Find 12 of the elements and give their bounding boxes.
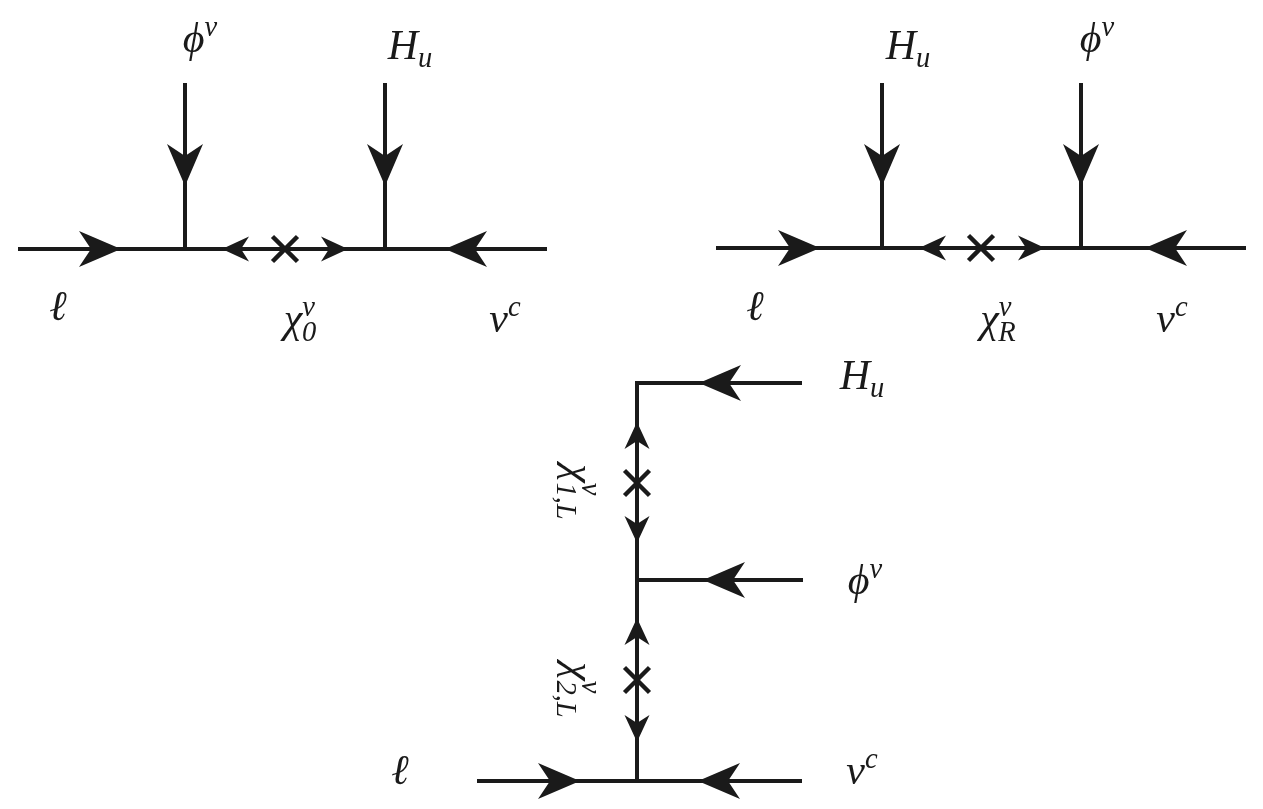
field-label: H$_{u}$	[885, 21, 931, 69]
field-label: ℓ	[391, 746, 409, 794]
field-label: ν$^{c}$	[1156, 294, 1188, 342]
field-label: ϕ$^{ν}$	[182, 14, 218, 62]
field-label: H$_{u}$	[387, 21, 433, 69]
field-label: ℓ	[49, 282, 67, 330]
field-label: ℓ	[746, 282, 764, 330]
field-label: ϕ$^{ν}$	[847, 556, 883, 604]
field-label: H$_{u}$	[839, 351, 885, 399]
field-label: ϕ$^{ν}$	[1079, 14, 1115, 62]
field-label: ν$^{c}$	[489, 294, 521, 342]
field-label: ν$^{c}$	[846, 746, 878, 794]
